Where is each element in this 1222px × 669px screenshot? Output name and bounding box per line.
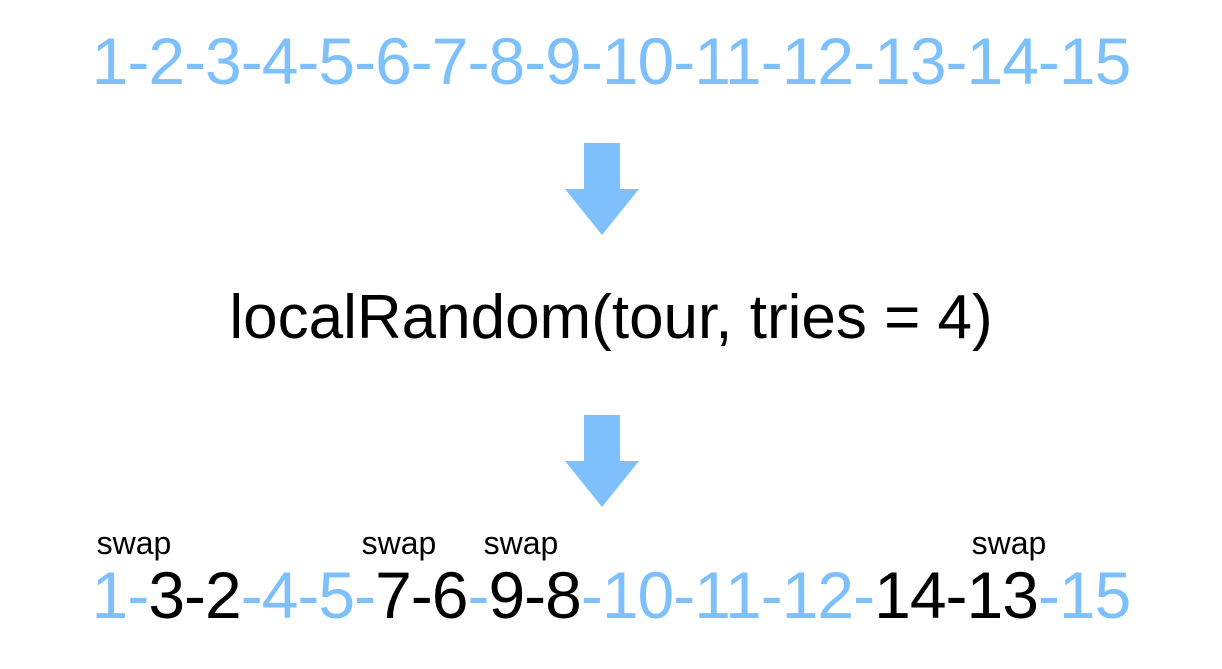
sequence-segment: 1- (91, 558, 150, 632)
sequence-segment: -10-11-12- (580, 558, 875, 632)
sequence-segment: -4-5- (240, 558, 376, 632)
swap-label: swap (971, 525, 1047, 561)
swap-label: swap (483, 525, 559, 561)
result-tour-sequence: 1-3-2-4-5-7-6-9-8-10-11-12-14-13-15 (0, 562, 1222, 628)
swap-label: swap (96, 525, 172, 561)
down-arrow-icon (565, 415, 639, 507)
function-call-label: localRandom(tour, tries = 4) (229, 283, 993, 352)
swapped-pair: 14-13 (874, 558, 1039, 632)
down-arrow-icon (565, 143, 639, 235)
swapped-pair: 7-6 (375, 558, 468, 632)
sequence-segment: -15 (1037, 558, 1131, 632)
sequence-segment: - (467, 558, 489, 632)
swapped-pair: 3-2 (148, 558, 241, 632)
original-tour-sequence: 1-2-3-4-5-6-7-8-9-10-11-12-13-14-15 (91, 24, 1132, 98)
swapped-pair: 9-8 (488, 558, 581, 632)
swap-label: swap (361, 525, 437, 561)
